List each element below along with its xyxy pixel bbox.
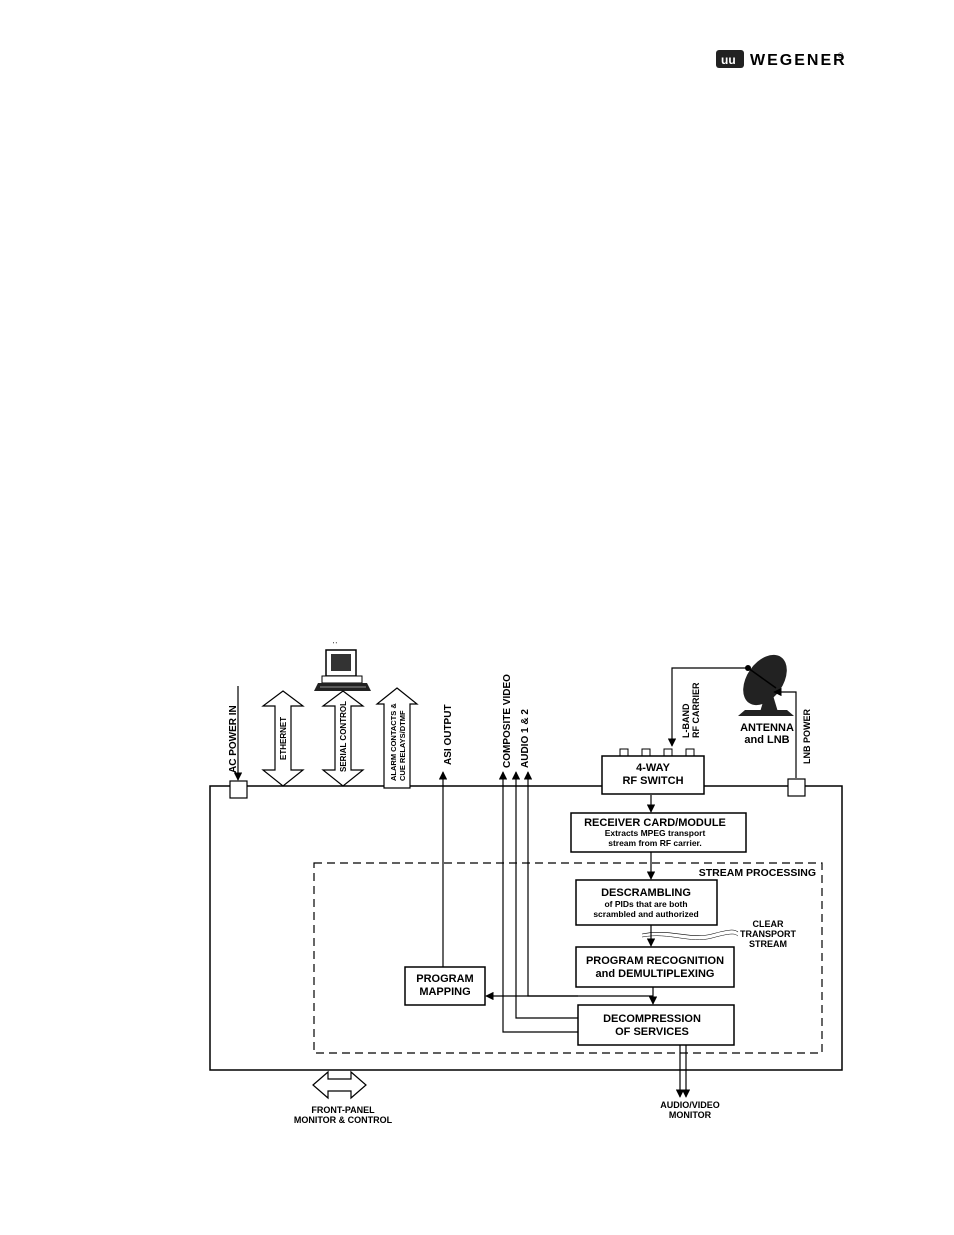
computer-icon: ' ' (314, 642, 371, 691)
alarm-contacts-label-2: CUE RELAYS/DTMF (398, 710, 407, 781)
audio-line-2 (523, 771, 578, 997)
stream-processing-label: STREAM PROCESSING (699, 867, 816, 879)
decompression-box (577, 1004, 735, 1046)
audio-label: AUDIO 1 & 2 (520, 709, 531, 768)
rf-switch-label-1: 4-WAY (636, 762, 670, 774)
logo-reg: ® (838, 52, 844, 60)
descrambling-title: DESCRAMBLING (601, 887, 691, 899)
lband-line (667, 667, 748, 747)
serial-control-label: SERIAL CONTROL (339, 701, 348, 772)
program-recognition-label-1: PROGRAM RECOGNITION (586, 955, 724, 967)
ac-power-connector (229, 780, 248, 799)
program-recognition-label-2: and DEMULTIPLEXING (596, 968, 715, 980)
program-mapping-box (404, 966, 486, 1006)
av-monitor-label-1: AUDIO/VIDEO (660, 1100, 720, 1110)
audio-line-1 (511, 771, 578, 1019)
decompression-label-2: OF SERVICES (615, 1026, 689, 1038)
clear-ts-label-3: STREAM (749, 939, 787, 949)
clear-ts-label-1: CLEAR (753, 919, 784, 929)
descrambling-line2: scrambled and authorized (593, 909, 698, 919)
clear-ts-label-2: TRANSPORT (740, 929, 797, 939)
composite-video-line (498, 771, 578, 1033)
program-mapping-label-2: MAPPING (419, 986, 470, 998)
front-panel-label-1: FRONT-PANEL (311, 1105, 375, 1115)
receiver-card-line1: Extracts MPEG transport (605, 828, 706, 838)
logo-text: WEGENER (750, 52, 847, 69)
antenna-label-2: and LNB (744, 734, 789, 746)
antenna-dish-icon (738, 654, 794, 716)
asi-output-label: ASI OUTPUT (443, 704, 454, 765)
decompression-label-1: DECOMPRESSION (603, 1013, 701, 1025)
receiver-card-line2: stream from RF carrier. (608, 838, 702, 848)
front-panel-label-2: MONITOR & CONTROL (294, 1115, 393, 1125)
receiver-card-box (570, 812, 747, 853)
lband-label-1: L-BAND (681, 703, 691, 738)
program-mapping-label-1: PROGRAM (416, 973, 473, 985)
svg-text:' ': ' ' (333, 642, 337, 648)
alarm-contacts-arrow (375, 687, 419, 789)
lband-label-2: RF CARRIER (691, 682, 701, 738)
descrambling-line1: of PIDs that are both (604, 899, 687, 909)
lnb-power-line (773, 687, 797, 778)
program-recognition-box (575, 946, 735, 988)
receiver-card-title: RECEIVER CARD/MODULE (584, 817, 726, 829)
clear-ts-pointer (641, 929, 739, 937)
av-monitor-label-2: MONITOR (669, 1110, 712, 1120)
rf-switch-ports (619, 748, 695, 757)
ethernet-label: ETHERNET (279, 717, 288, 760)
alarm-contacts-label-1: ALARM CONTACTS & (389, 703, 398, 781)
wegener-logo: uu WEGENER ® (716, 50, 847, 69)
lnb-power-label: LNB POWER (802, 709, 812, 764)
svg-text:uu: uu (721, 53, 736, 67)
antenna-label-1: ANTENNA (740, 722, 794, 734)
serial-control-arrow (321, 690, 365, 787)
stream-processing-box (313, 862, 823, 1054)
ethernet-arrow (261, 690, 305, 787)
ac-power-label: AC POWER IN (228, 705, 239, 773)
lnb-power-connector (787, 778, 806, 797)
front-panel-arrow (312, 1070, 367, 1100)
descrambling-box (575, 879, 718, 926)
rf-switch-label-2: RF SWITCH (622, 775, 683, 787)
chassis-box (209, 785, 843, 1071)
composite-video-label: COMPOSITE VIDEO (502, 674, 513, 768)
rf-switch-box (601, 755, 705, 795)
